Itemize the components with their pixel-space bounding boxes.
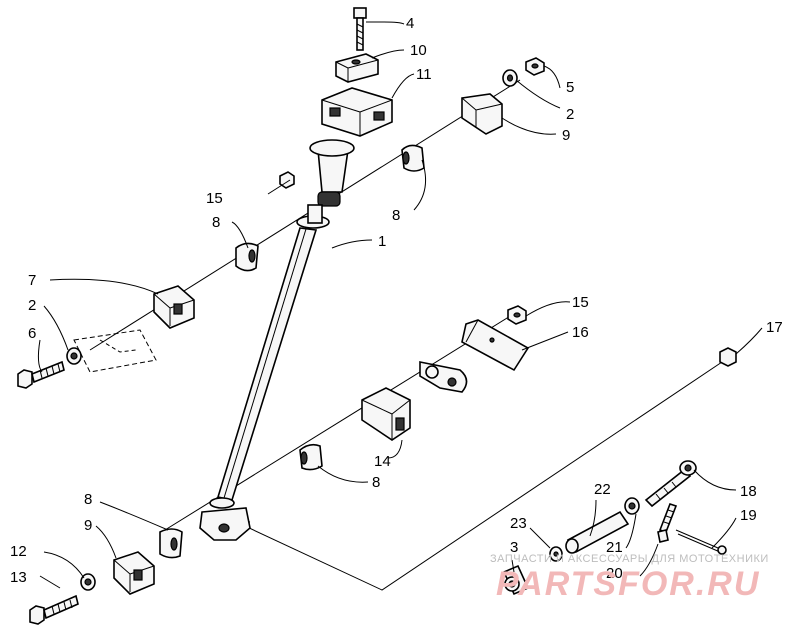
callout-10: 10 — [410, 42, 427, 59]
washer-upper-right — [502, 69, 518, 87]
callout-4: 4 — [406, 15, 414, 32]
callout-18: 18 — [740, 483, 757, 500]
callout-8-bottom-left: 8 — [84, 491, 92, 508]
bolt-20 — [657, 502, 678, 543]
block-14 — [361, 387, 411, 441]
washer-23 — [549, 546, 563, 562]
callout-12: 12 — [10, 543, 27, 560]
bracket-plate — [419, 361, 468, 393]
steering-post — [199, 139, 355, 541]
chassis-fragment — [73, 329, 157, 373]
callout-15-upper: 15 — [206, 190, 223, 207]
rod-end-18 — [644, 460, 697, 508]
callout-2-left: 2 — [28, 297, 36, 314]
washer-21 — [624, 497, 640, 515]
watermark: ЗАПЧАСТИ И АКСЕССУАРЫ ДЛЯ МОТОТЕХНИКИ PA… — [490, 553, 769, 603]
bushing-lower-left — [159, 528, 183, 559]
bolt-left — [17, 360, 65, 389]
bracket-upper-right — [461, 93, 503, 135]
bracket-7 — [153, 285, 195, 329]
callout-3: 3 — [510, 539, 518, 556]
cotter-pin-19 — [675, 529, 727, 555]
callout-5: 5 — [566, 79, 574, 96]
spacer-22 — [565, 510, 630, 554]
callout-22: 22 — [594, 481, 611, 498]
leader-lines — [37, 21, 763, 589]
rod-end-3 — [502, 564, 530, 596]
upper-cap — [335, 53, 379, 83]
bushing-upper-right — [401, 144, 425, 172]
callout-17: 17 — [766, 319, 783, 336]
callout-labels: 4 10 11 5 2 9 15 8 8 1 7 2 6 15 16 17 14… — [10, 15, 783, 586]
upper-block — [321, 87, 393, 137]
callout-11: 11 — [416, 66, 432, 83]
callout-14: 14 — [374, 453, 391, 470]
callout-23: 23 — [510, 515, 527, 532]
callout-16: 16 — [572, 324, 589, 341]
callout-7: 7 — [28, 272, 36, 289]
washer-lower-left — [80, 573, 96, 591]
callout-9-upper: 9 — [562, 127, 570, 144]
callout-13: 13 — [10, 569, 27, 586]
callout-15-lower: 15 — [572, 294, 589, 311]
callout-19: 19 — [740, 507, 757, 524]
watermark-tagline: ЗАПЧАСТИ И АКСЕССУАРЫ ДЛЯ МОТОТЕХНИКИ — [490, 553, 769, 565]
washer-left — [66, 347, 82, 365]
callout-21: 21 — [606, 539, 623, 556]
callout-6: 6 — [28, 325, 36, 342]
callout-9-lower: 9 — [84, 517, 92, 534]
callout-1: 1 — [378, 233, 386, 250]
watermark-logo: PARTSFOR.RU — [496, 565, 760, 603]
callout-20: 20 — [606, 565, 623, 582]
bolt-top — [353, 7, 367, 51]
nut-lower-right — [507, 305, 527, 325]
bushing-left — [235, 242, 259, 272]
nut-17 — [719, 347, 737, 367]
bracket-lower-left — [113, 551, 155, 595]
bushing-lower — [299, 443, 323, 471]
callout-8-left: 8 — [212, 214, 220, 231]
plate-16 — [461, 319, 530, 372]
callout-8-upper-right: 8 — [392, 207, 400, 224]
callout-2-upper: 2 — [566, 106, 574, 123]
nut-upper-right — [525, 57, 545, 76]
callout-8-lower: 8 — [372, 474, 380, 491]
bolt-lower-left — [29, 594, 79, 625]
